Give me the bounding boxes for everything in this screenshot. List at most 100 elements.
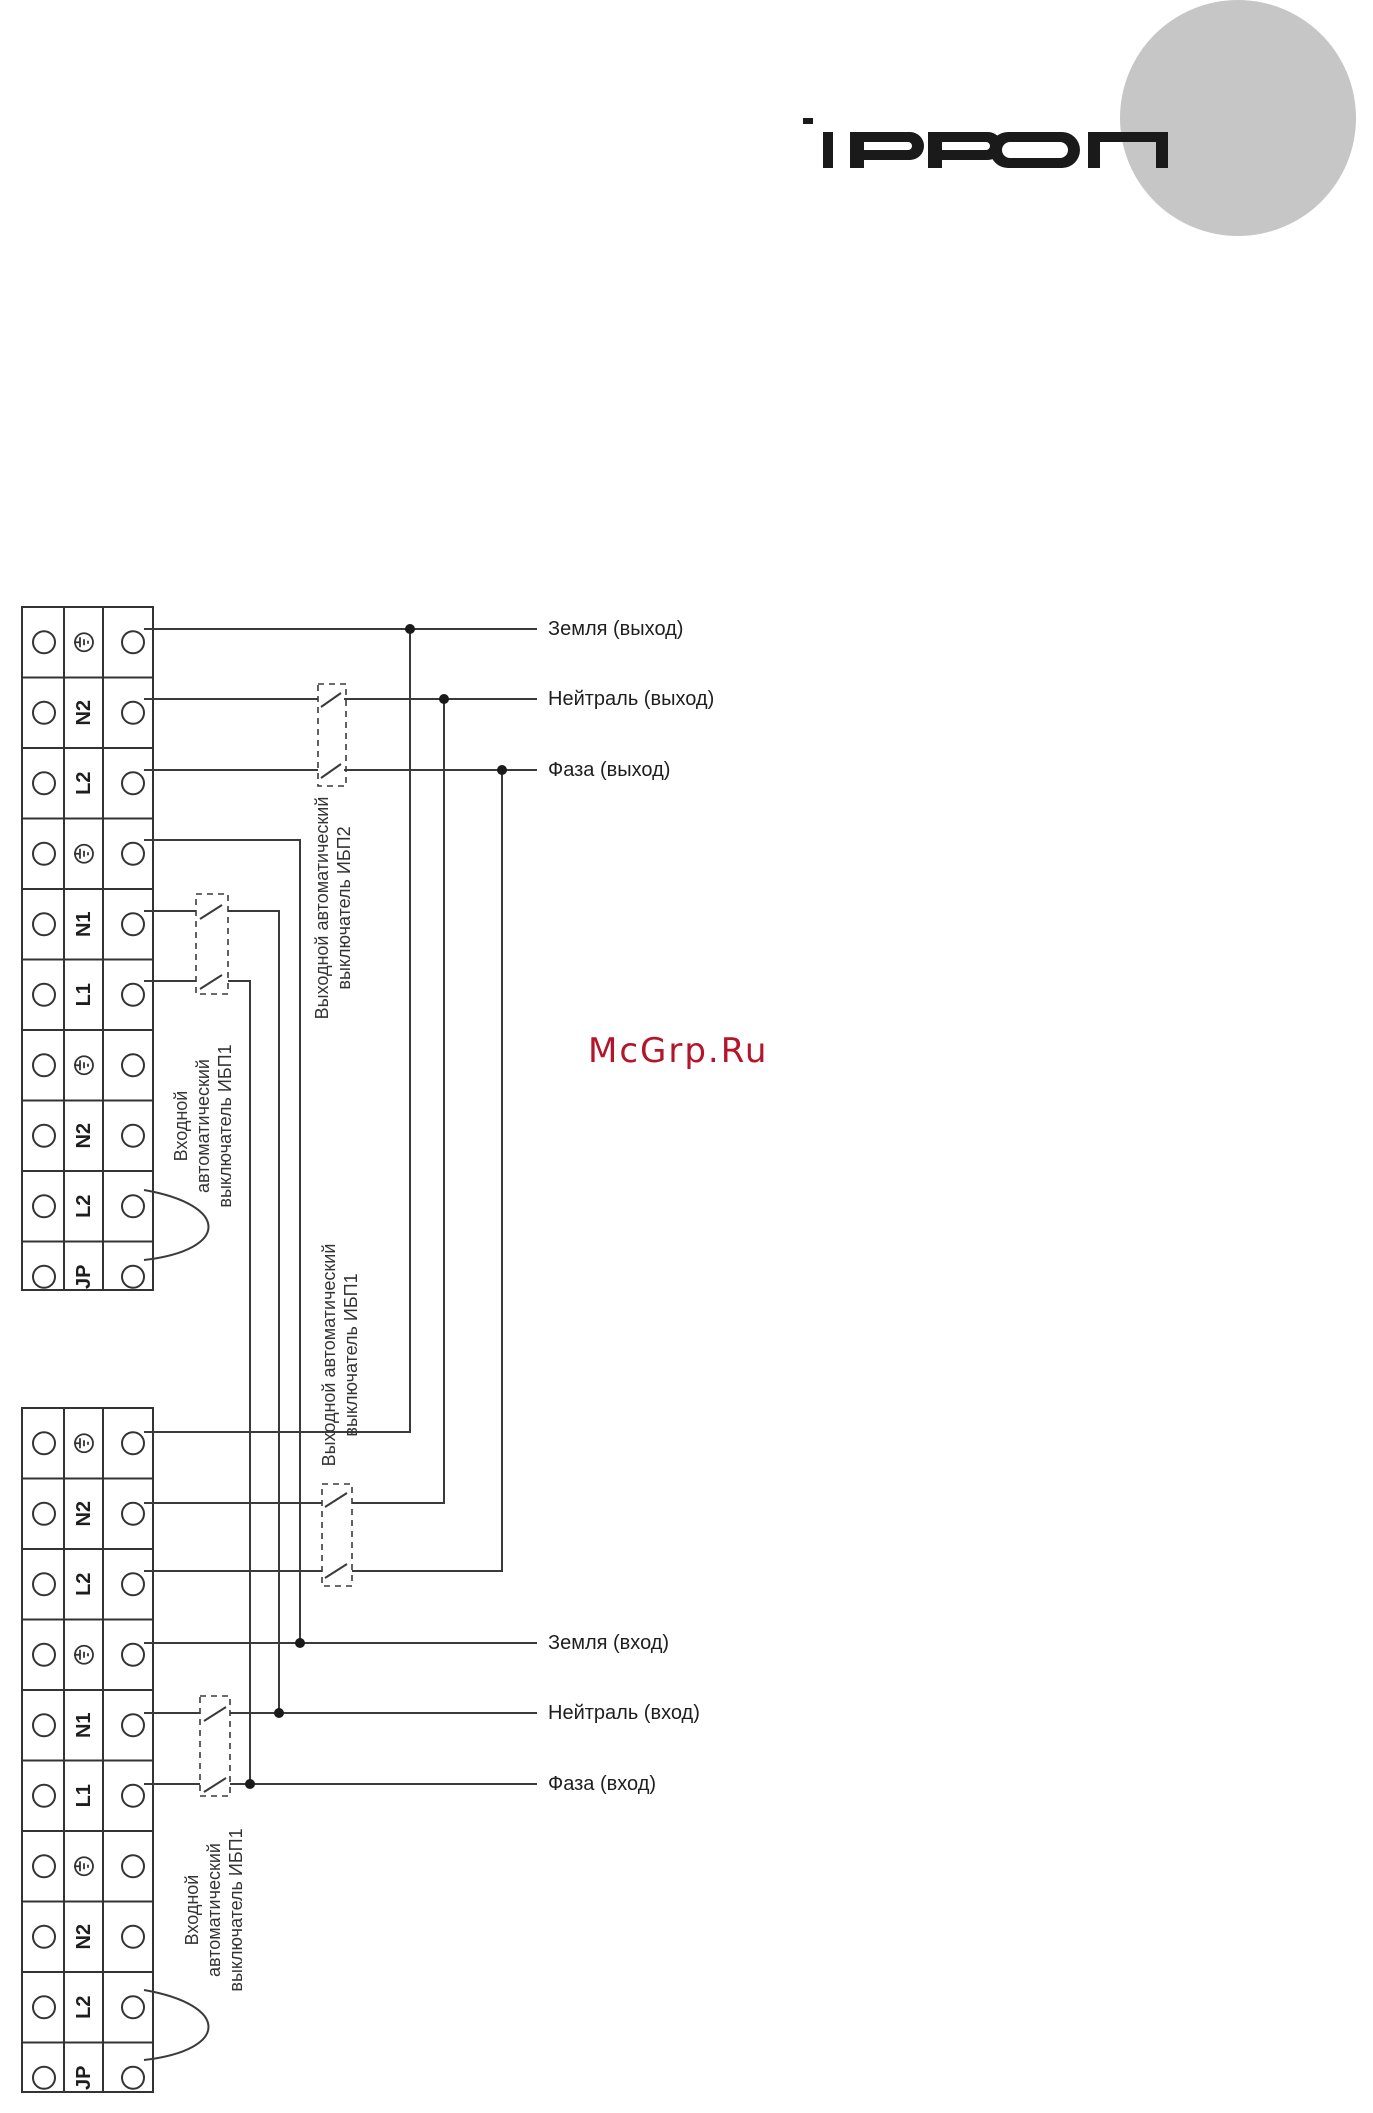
label-phase-out: Фаза (выход) <box>548 759 670 781</box>
terminal-screw-left <box>33 1644 55 1666</box>
terminal-screw-right <box>122 984 144 1006</box>
terminal-label: N2 <box>73 1924 95 1950</box>
breaker-label-line: выключатель ИБП1 <box>341 1273 361 1436</box>
breaker-label-line: автоматический <box>193 1059 213 1193</box>
label-earth-out: Земля (выход) <box>548 618 683 640</box>
terminal-label: L1 <box>73 1784 95 1807</box>
terminal-screw-right <box>122 1266 144 1288</box>
terminal-screw-right <box>122 772 144 794</box>
terminal-screw-left <box>33 1266 55 1288</box>
terminal-screw-right <box>122 1785 144 1807</box>
terminal-screw-left <box>33 1195 55 1217</box>
terminal-screw-right <box>122 1855 144 1877</box>
terminal-screw-right <box>122 1996 144 2018</box>
terminal-label: L1 <box>73 983 95 1006</box>
breaker-input-ups1 <box>200 1696 230 1796</box>
ippon-logo <box>803 118 1168 168</box>
terminal-label: N2 <box>73 700 95 726</box>
terminal-screw-left <box>33 1785 55 1807</box>
label-neutral-in: Нейтраль (вход) <box>548 1702 700 1724</box>
wire-neutral-in-ups2 <box>228 911 279 1713</box>
switch-contact <box>325 1564 347 1578</box>
terminal-screw-left <box>33 1926 55 1948</box>
junction-dot <box>274 1708 284 1718</box>
switch-contact <box>200 905 222 919</box>
terminal-screw-right <box>122 631 144 653</box>
watermark: McGrp.Ru <box>588 1031 768 1071</box>
terminal-screw-right <box>122 1644 144 1666</box>
junction-dot <box>245 1779 255 1789</box>
junction-dot <box>439 694 449 704</box>
terminal-label: JP <box>73 2066 95 2090</box>
label-neutral-out: Нейтраль (выход) <box>548 688 714 710</box>
terminal-screw-left <box>33 1125 55 1147</box>
terminal-screw-left <box>33 1054 55 1076</box>
terminal-label: N1 <box>73 1712 95 1738</box>
terminal-screw-right <box>122 1125 144 1147</box>
breaker-label-line: выключатель ИБП2 <box>334 826 354 989</box>
terminal-screw-left <box>33 1996 55 2018</box>
terminal-label: N2 <box>73 1123 95 1149</box>
wire-neutral-out-riser <box>360 699 444 1503</box>
switch-contact <box>204 1778 226 1792</box>
terminal-screw-left <box>33 1503 55 1525</box>
switch-contact <box>321 764 341 778</box>
breaker-label-line: Выходной автоматический <box>312 797 332 1020</box>
junction-dot <box>295 1638 305 1648</box>
terminal-screw-right <box>122 1503 144 1525</box>
junction-dot <box>405 624 415 634</box>
switch-contact <box>200 975 222 989</box>
terminal-screw-right <box>122 702 144 724</box>
breaker-label-line: автоматический <box>204 1843 224 1977</box>
switch-contact <box>321 693 341 707</box>
terminal-screw-right <box>122 1195 144 1217</box>
terminal-screw-left <box>33 2067 55 2089</box>
label-phase-in: Фаза (вход) <box>548 1773 656 1795</box>
terminal-screw-left <box>33 984 55 1006</box>
breaker-label-line: выключатель ИБП1 <box>226 1828 246 1991</box>
breaker-label-line: выключатель ИБП1 <box>215 1044 235 1207</box>
terminal-screw-left <box>33 1432 55 1454</box>
breaker-label-line: Входной <box>182 1875 202 1946</box>
wire-phase-out-riser <box>360 770 502 1571</box>
terminal-label: N1 <box>73 911 95 937</box>
terminal-label: N2 <box>73 1501 95 1527</box>
breaker-input-ups2 <box>196 894 228 994</box>
label-earth-in: Земля (вход) <box>548 1632 669 1654</box>
terminal-screw-left <box>33 1573 55 1595</box>
terminal-screw-left <box>33 631 55 653</box>
terminal-screw-left <box>33 1855 55 1877</box>
terminal-screw-right <box>122 843 144 865</box>
terminal-label: JP <box>73 1265 95 1289</box>
terminal-label: L2 <box>73 1996 95 2019</box>
terminal-screw-left <box>33 913 55 935</box>
breaker-label-line: Входной <box>171 1091 191 1162</box>
wire-earth-in-ups2 <box>144 840 300 1643</box>
switch-contact <box>325 1493 347 1507</box>
switch-contact <box>204 1707 226 1721</box>
junction-dot <box>497 765 507 775</box>
terminal-screw-right <box>122 913 144 935</box>
terminal-screw-right <box>122 1432 144 1454</box>
label-breaker-input-ups1-top: Входнойавтоматическийвыключатель ИБП1 <box>171 1044 235 1207</box>
terminal-label: L2 <box>73 1573 95 1596</box>
terminal-screw-right <box>122 1926 144 1948</box>
corner-circle <box>1120 0 1356 236</box>
terminal-label: L2 <box>73 1195 95 1218</box>
breaker-label-line: Выходной автоматический <box>319 1244 339 1467</box>
terminal-screw-right <box>122 1714 144 1736</box>
wire-earth-out-riser <box>370 629 410 1432</box>
terminal-screw-left <box>33 843 55 865</box>
terminal-screw-right <box>122 1054 144 1076</box>
terminal-screw-left <box>33 702 55 724</box>
terminal-screw-left <box>33 1714 55 1736</box>
terminal-label: L2 <box>73 772 95 795</box>
terminal-screw-right <box>122 2067 144 2089</box>
terminal-screw-right <box>122 1573 144 1595</box>
terminal-screw-left <box>33 772 55 794</box>
